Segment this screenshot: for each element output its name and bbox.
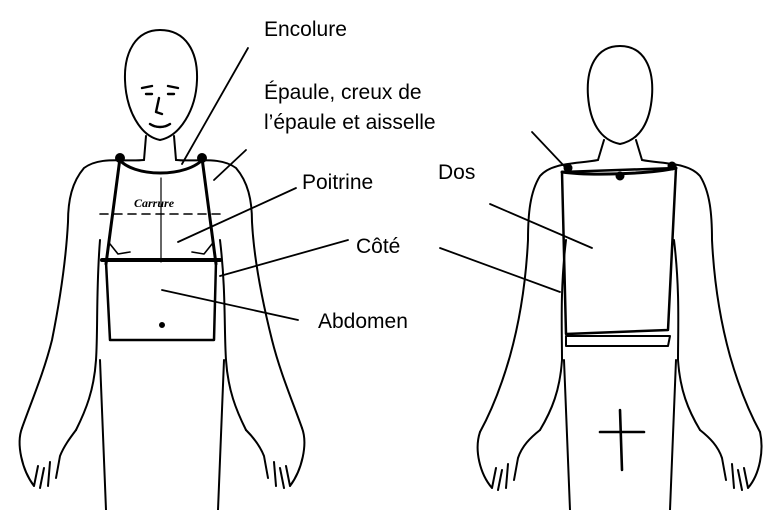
front-abdomen-panel [106,262,216,340]
label-epaule-line1: Épaule, creux de [264,80,422,105]
leader-cote-back [440,248,560,292]
label-epaule-line2: l’épaule et aisselle [264,110,436,135]
label-encolure: Encolure [264,17,347,42]
label-poitrine: Poitrine [302,170,373,195]
back-crease [600,410,644,470]
back-head [588,46,652,144]
front-strap-dot-left [116,154,124,162]
label-dos: Dos [438,160,475,185]
back-shoulder-dot-right [669,163,676,170]
front-strap-dot-right [198,154,206,162]
leader-poitrine [178,188,296,242]
back-left-hand [478,430,540,490]
front-navel [160,323,164,327]
back-panel [562,168,676,334]
front-face [142,86,178,127]
front-legs [100,360,224,510]
leader-cote [220,240,348,276]
back-lower-band [566,336,670,346]
label-cote: Côté [356,234,400,259]
back-torso-outline [480,160,760,432]
label-abdomen: Abdomen [318,309,408,334]
front-right-hand [246,428,304,488]
leader-dos [490,204,592,248]
front-left-hand [20,428,76,488]
front-head [125,30,197,140]
leader-abdomen [162,290,298,320]
back-right-hand [700,430,762,490]
leader-epaule-back [532,132,566,168]
carrure-text: Carrure [134,196,174,211]
back-neck-dot [617,173,624,180]
front-figure [20,30,305,510]
